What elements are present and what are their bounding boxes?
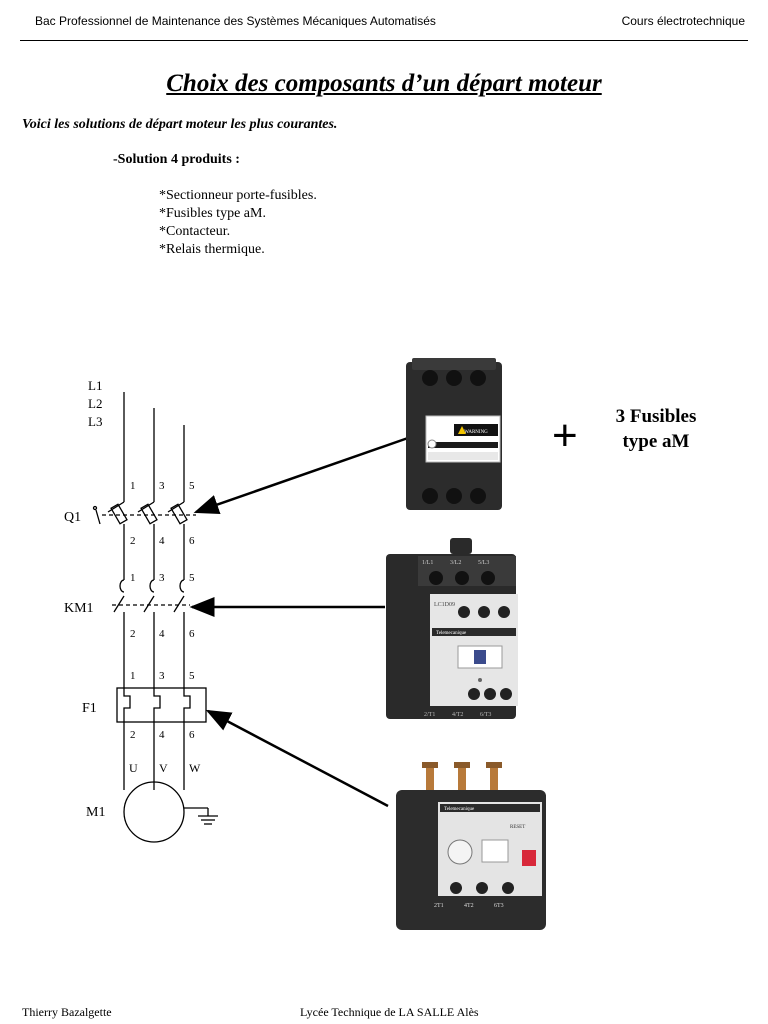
list-item: *Sectionneur porte-fusibles.	[159, 188, 317, 203]
terminal-label: 4T2	[464, 903, 474, 909]
reset-label: RESET	[510, 825, 525, 830]
device-label-km1: KM1	[64, 601, 94, 616]
device-label-q1: Q1	[64, 510, 81, 525]
terminal-label: 1/L1	[422, 560, 433, 566]
device-label-m1: M1	[86, 805, 105, 820]
header-course-title: Bac Professionnel de Maintenance des Sys…	[35, 14, 436, 28]
terminal-label: 6T3	[494, 903, 504, 909]
terminal-label: 2	[130, 535, 136, 547]
page-title: Choix des composants d’un départ moteur	[166, 70, 602, 97]
terminal-label: 4	[159, 729, 165, 741]
motor-terminal-u: U	[129, 761, 138, 775]
phase-label-l1: L1	[88, 378, 102, 393]
terminal-label: 2	[130, 628, 136, 640]
terminal-label: 2/T1	[424, 712, 435, 718]
footer-school: Lycée Technique de LA SALLE Alès	[300, 1005, 479, 1019]
terminal-label: 3	[159, 572, 165, 584]
brand-label: Telemecanique	[436, 631, 467, 636]
motor-terminal-v: V	[159, 761, 168, 775]
terminal-label: 1	[130, 670, 136, 682]
terminal-label: 2T1	[434, 903, 444, 909]
disconnector-photo: WARNING	[406, 358, 502, 510]
terminal-label: 6/T3	[480, 712, 491, 718]
terminal-label: 1	[130, 480, 136, 492]
terminal-label: 6	[189, 729, 195, 741]
footer-author: Thierry Bazalgette	[22, 1005, 112, 1019]
arrow-to-f1	[205, 709, 389, 808]
device-label-f1: F1	[82, 701, 97, 716]
terminal-label: 4/T2	[452, 712, 463, 718]
terminal-label: 6	[189, 535, 195, 547]
terminal-label: 4	[159, 535, 165, 547]
solution-heading: -Solution 4 produits :	[113, 152, 240, 167]
contactor-photo: 1/L1 3/L2 5/L3 LC1D09 Telemecanique 2/T1…	[386, 538, 518, 719]
fuses-label-line1: 3 Fusibles	[615, 406, 697, 427]
terminal-label: 5	[189, 572, 195, 584]
header-divider	[20, 40, 748, 41]
component-list: *Sectionneur porte-fusibles. *Fusibles t…	[159, 187, 317, 259]
terminal-label: 3	[159, 670, 165, 682]
terminal-label: 2	[130, 729, 136, 741]
terminal-label: 5	[189, 670, 195, 682]
terminal-label: 5	[189, 480, 195, 492]
terminal-label: 3	[159, 480, 165, 492]
terminal-label: 4	[159, 628, 165, 640]
motor-terminal-w: W	[189, 761, 201, 775]
terminal-label: 3/L2	[450, 560, 461, 566]
phase-label-l3: L3	[88, 414, 102, 429]
warning-label: WARNING	[464, 430, 488, 435]
arrow-to-q1	[193, 436, 409, 515]
list-item: *Contacteur.	[159, 224, 231, 239]
terminal-label: 1	[130, 572, 136, 584]
terminal-label: 5/L3	[478, 560, 489, 566]
plus-sign: +	[552, 411, 578, 460]
intro-text: Voici les solutions de départ moteur les…	[22, 117, 338, 132]
list-item: *Relais thermique.	[159, 242, 265, 257]
phase-label-l2: L2	[88, 396, 102, 411]
fuses-label: 3 Fusibles type aM	[596, 404, 716, 454]
header-subject: Cours électrotechnique	[621, 14, 745, 28]
model-label: LC1D09	[434, 602, 455, 608]
terminal-label: 6	[189, 628, 195, 640]
brand-label: Telemecanique	[444, 807, 475, 812]
thermal-relay-photo: Telemecanique RESET 2T1 4T2 6T3	[396, 762, 546, 930]
list-item: *Fusibles type aM.	[159, 206, 266, 221]
fuses-label-line2: type aM	[622, 431, 690, 452]
